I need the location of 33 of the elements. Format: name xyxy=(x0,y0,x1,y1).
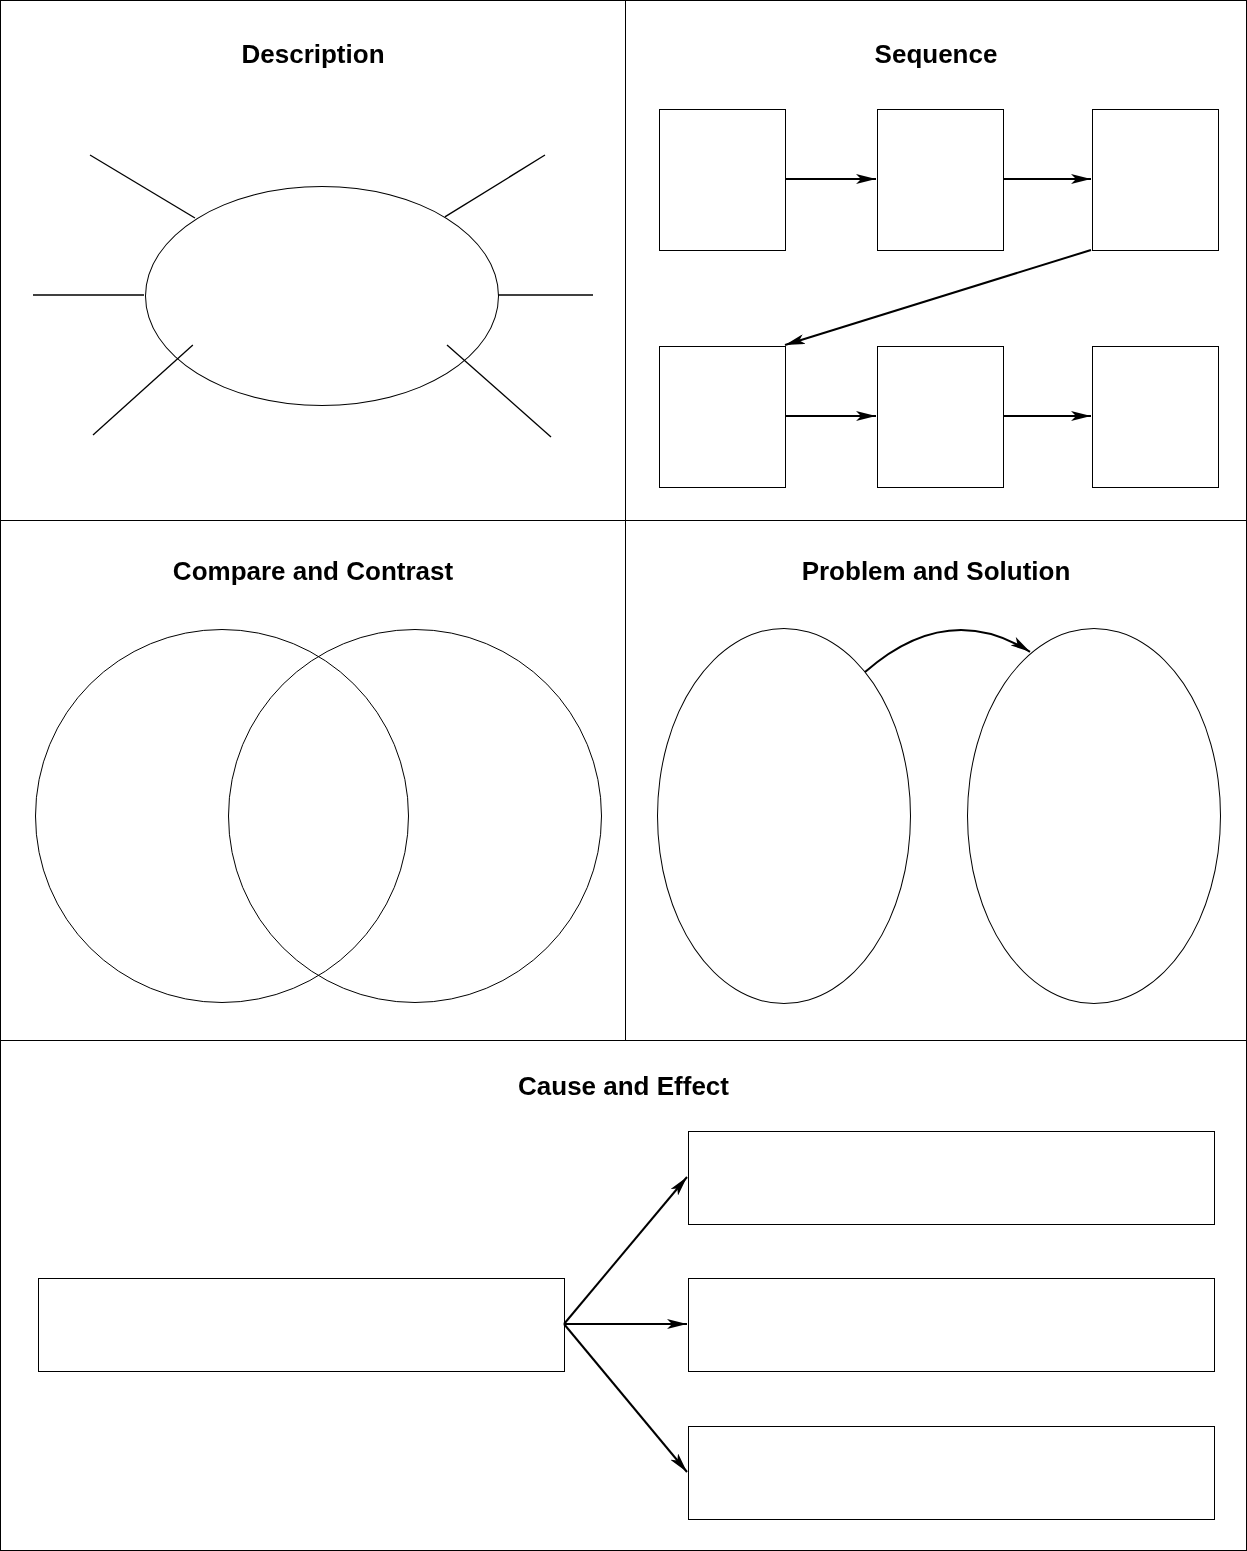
arrow xyxy=(784,174,877,184)
empty-box xyxy=(1092,346,1219,488)
line xyxy=(444,154,546,218)
arrow xyxy=(563,1323,688,1473)
line xyxy=(497,294,594,296)
arrow xyxy=(563,1319,688,1329)
empty-box xyxy=(877,346,1004,488)
empty-box xyxy=(659,109,786,251)
panel-title: Problem and Solution xyxy=(801,556,1071,587)
empty-box xyxy=(688,1426,1215,1520)
empty-box xyxy=(38,1278,565,1372)
empty-box xyxy=(1092,109,1219,251)
arrow xyxy=(563,1176,688,1325)
line xyxy=(92,344,194,436)
empty-box xyxy=(877,109,1004,251)
empty-box xyxy=(688,1131,1215,1225)
arrow xyxy=(1002,174,1092,184)
panel-title: Sequence xyxy=(874,39,998,70)
empty-box xyxy=(659,346,786,488)
empty-box xyxy=(688,1278,1215,1372)
line xyxy=(32,294,145,296)
panel xyxy=(0,0,626,521)
arrow xyxy=(784,249,1092,346)
arrow xyxy=(784,411,877,421)
panel-title: Cause and Effect xyxy=(518,1071,729,1102)
panel xyxy=(0,1040,1247,1551)
line xyxy=(446,344,552,438)
panel-title: Description xyxy=(241,39,385,70)
line xyxy=(89,154,196,219)
arrow xyxy=(864,629,1031,674)
panel xyxy=(625,0,1247,521)
panel-title: Compare and Contrast xyxy=(172,556,454,587)
arrow xyxy=(1002,411,1092,421)
